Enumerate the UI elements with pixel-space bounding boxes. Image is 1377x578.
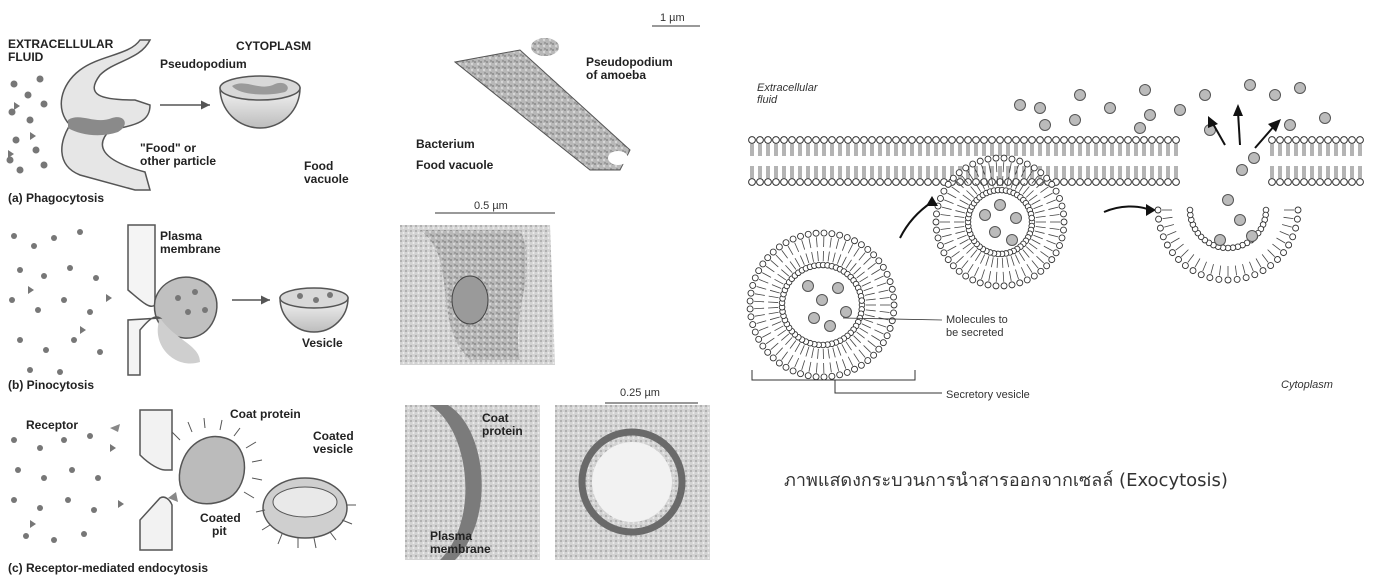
- exocytosis-diagram: [750, 142, 1377, 182]
- label-pseudopodium: Pseudopodium: [160, 58, 247, 71]
- caption-pinocytosis: (b) Pinocytosis: [8, 379, 94, 392]
- exocytosis-membranes: [747, 80, 1363, 394]
- scale-0-5um: 0.5 µm: [474, 200, 508, 213]
- label-secretory-vesicle: Secretory vesicle: [946, 389, 1030, 402]
- label-other-particle: other particle: [140, 155, 216, 168]
- label-micro-food-vacuole: Food vacuole: [416, 159, 493, 172]
- label-food-vacuole-2: vacuole: [304, 173, 349, 186]
- caption-phagocytosis: (a) Phagocytosis: [8, 192, 104, 205]
- caption-receptor-mediated: (c) Receptor-mediated endocytosis: [8, 562, 208, 575]
- label-molecules-1: Molecules to: [946, 314, 1008, 327]
- micrograph-coated-vesicle: [555, 403, 710, 560]
- scale-1um: 1 µm: [660, 12, 685, 25]
- label-micro-coat-2: protein: [482, 425, 523, 438]
- label-receptor: Receptor: [26, 419, 78, 432]
- extracellular-particles: [7, 76, 48, 174]
- label-micro-pseudopodium-2: of amoeba: [586, 69, 646, 82]
- micrograph-pinocytosis: [400, 213, 555, 365]
- label-micro-plasma-2: membrane: [430, 543, 491, 556]
- label-coated-vesicle-2: vesicle: [313, 443, 353, 456]
- label-cytoplasm: CYTOPLASM: [236, 40, 311, 53]
- caption-exocytosis: ภาพแสดงกระบวนการนำสารออกจากเซลล์ (Exocyt…: [784, 465, 1228, 494]
- label-extracellular-fluid-2: fluid: [757, 94, 777, 107]
- label-coated-pit-2: pit: [212, 525, 227, 538]
- label-cytoplasm-exo: Cytoplasm: [1281, 379, 1333, 392]
- label-bacterium: Bacterium: [416, 138, 475, 151]
- label-fluid: FLUID: [8, 51, 43, 64]
- micrograph-phagocytosis: [455, 26, 700, 170]
- label-vesicle: Vesicle: [302, 337, 343, 350]
- label-plasma-2: membrane: [160, 243, 221, 256]
- label-coat-protein: Coat protein: [230, 408, 301, 421]
- scale-0-25um: 0.25 µm: [620, 387, 660, 400]
- label-molecules-2: be secreted: [946, 327, 1003, 340]
